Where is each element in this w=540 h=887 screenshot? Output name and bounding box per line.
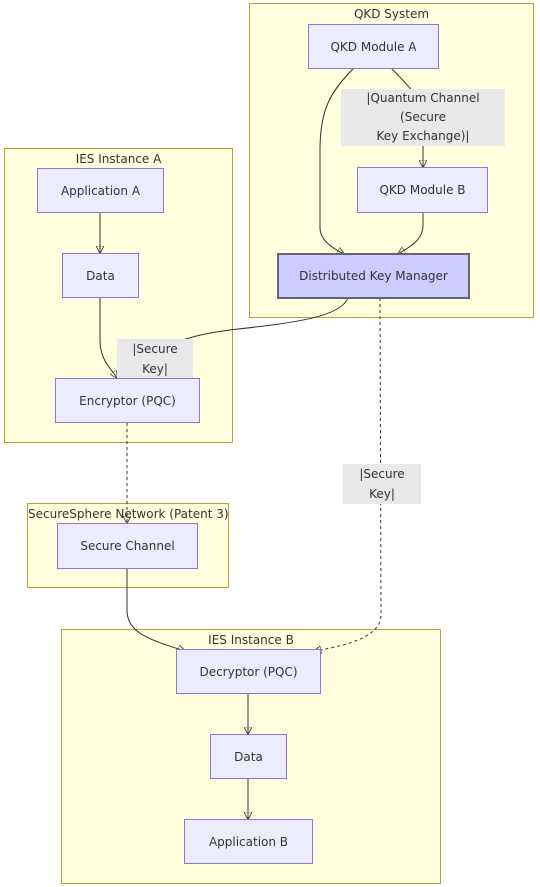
node-data-b[interactable]: Data <box>210 734 287 779</box>
node-qkd-module-a[interactable]: QKD Module A <box>308 24 439 69</box>
edge-label-quantum-channel-line2: Key Exchange)| <box>376 129 470 143</box>
edge-label-quantum-channel-line1: |Quantum Channel (Secure <box>366 91 480 124</box>
node-data-a[interactable]: Data <box>62 253 139 298</box>
node-application-a[interactable]: Application A <box>37 168 164 213</box>
node-encryptor-pqc[interactable]: Encryptor (PQC) <box>55 378 200 423</box>
node-distributed-key-manager[interactable]: Distributed Key Manager <box>277 253 470 299</box>
cluster-title-securesphere-network: SecureSphere Network (Patent 3) <box>28 507 229 521</box>
node-secure-channel[interactable]: Secure Channel <box>57 523 198 569</box>
node-qkd-module-b[interactable]: QKD Module B <box>357 167 488 213</box>
edge-label-secure-key-b: |Secure Key| <box>343 464 421 504</box>
cluster-title-ies-instance-b: IES Instance B <box>208 633 294 647</box>
node-application-b[interactable]: Application B <box>184 819 313 864</box>
node-decryptor-pqc[interactable]: Decryptor (PQC) <box>176 649 321 694</box>
edge-label-secure-key-a: |Secure Key| <box>117 339 193 379</box>
edge-label-quantum-channel: |Quantum Channel (Secure Key Exchange)| <box>341 89 505 146</box>
cluster-title-ies-instance-a: IES Instance A <box>75 152 162 166</box>
cluster-title-qkd-system: QKD System <box>353 7 430 21</box>
